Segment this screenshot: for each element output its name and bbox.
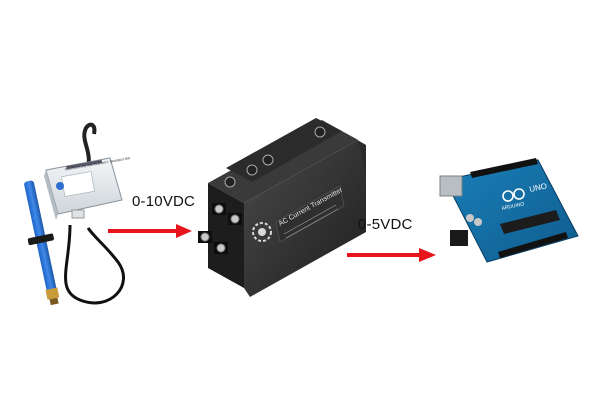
probe-rod	[24, 180, 60, 306]
gear-logo-icon	[252, 222, 272, 242]
sensor-transmitter: TEMPERATURE AND HUMIDITY TRANSMITTER	[24, 122, 131, 306]
usb-port	[439, 175, 463, 197]
signal-converter: AC Current Transmitter	[198, 118, 366, 297]
arduino-logo-icon	[502, 188, 525, 202]
signal-label-input: 0-10VDC	[132, 193, 196, 210]
transmitter-enclosure: TEMPERATURE AND HUMIDITY TRANSMITTER	[44, 156, 131, 220]
power-jack	[450, 230, 468, 246]
signal-label-output: 0-5VDC	[358, 216, 413, 233]
atmega-chip	[500, 210, 560, 234]
top-cable	[82, 122, 97, 169]
arduino-board: ARDUINO UNO	[439, 158, 579, 263]
digital-header	[470, 158, 538, 178]
sensor-cable	[64, 224, 125, 305]
terminals-lower	[198, 231, 228, 254]
terminals-upper	[212, 203, 242, 225]
board-name: ARDUINO	[501, 201, 525, 212]
arrow-2	[347, 248, 436, 262]
analog-header	[498, 232, 568, 258]
board-model: UNO	[529, 181, 548, 194]
arrow-1	[108, 224, 192, 238]
